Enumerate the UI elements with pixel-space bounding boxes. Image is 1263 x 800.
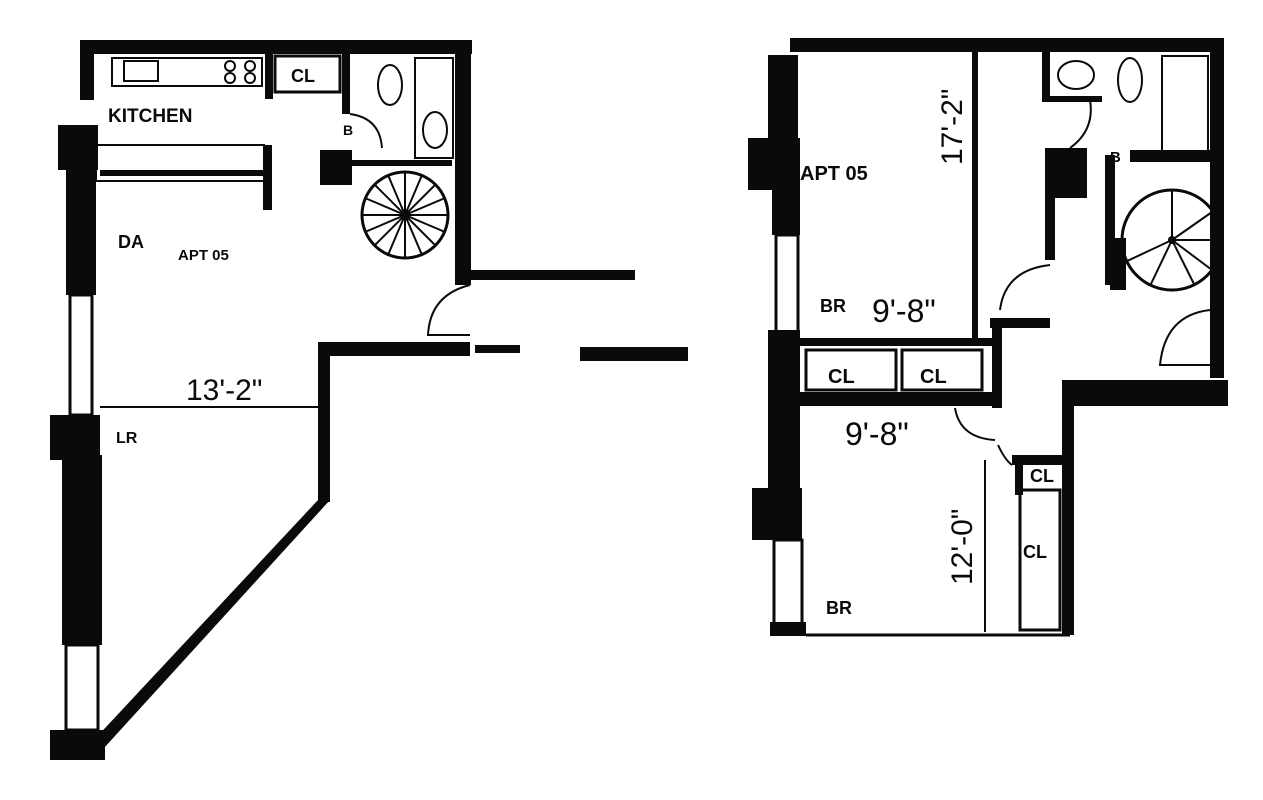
wall [80,40,472,54]
wall [50,730,105,760]
wall [580,347,688,361]
wall [100,170,270,176]
sink [422,111,448,149]
wall [455,40,471,285]
window [64,643,100,732]
living-room-label: LR [116,430,138,447]
stair-treads [362,172,448,258]
wall [992,318,1002,408]
wall [1070,380,1228,406]
wall [342,54,350,114]
wall [800,338,995,346]
wall [62,455,102,645]
window [774,233,800,337]
wall [318,342,330,502]
counter [111,57,263,87]
wall [770,622,806,636]
wall [58,125,98,170]
wall [1045,195,1055,260]
wall [972,52,978,342]
closet-box [804,348,898,392]
wall [768,330,800,490]
bath-label: B [343,122,353,138]
apt-label: APT 05 [800,163,868,185]
closet-box [900,348,984,392]
wall [1130,150,1212,162]
wall [342,160,452,166]
wall [790,38,1222,52]
apt-label: APT 05 [178,247,229,264]
tub [1161,55,1209,152]
dining-label: DA [118,232,144,252]
wall [320,150,352,185]
closet-label: CL [828,366,855,388]
closet-label: CL [920,366,947,388]
wall [92,500,330,748]
closet-box [1018,488,1062,632]
bath-label: B [1110,149,1121,166]
wall [1042,96,1102,102]
wall [800,392,1000,406]
sink [123,60,159,82]
wall [1042,52,1050,102]
wall [1015,455,1023,495]
tub [414,57,454,159]
lower-level-plan: KITCHEN CL B DA APT 05 LR 13'-2" [50,40,688,760]
wall [50,415,100,460]
wall [475,345,520,353]
range [244,72,256,84]
closet-label: CL [1030,466,1054,486]
wall [1062,380,1074,635]
dimension-label: 13'-2" [186,374,262,407]
door-swing [954,407,996,441]
upper-level-plan: APT 05 17'-2" B BR 9'-8" CL CL 9'-8" CL … [748,38,1228,637]
wall [455,270,635,280]
kitchen-label: KITCHEN [108,106,192,127]
wall [320,342,470,356]
wall [1210,38,1224,378]
bedroom-width-label: 9'-8" [872,293,936,329]
wall [748,138,800,190]
door-swing [349,113,383,149]
wall [772,190,800,235]
bedroom-label: BR [826,598,852,618]
height-dimension-label: 17'-2" [936,89,969,165]
toilet [1117,57,1143,103]
toilet [377,64,403,106]
door-swing [426,284,471,336]
wall [263,145,272,210]
range [224,72,236,84]
wall [1045,148,1087,198]
window [68,293,94,417]
wall [1110,238,1126,290]
closet-label: CL [291,66,315,86]
door-swing [997,444,1013,466]
stair-treads [1124,190,1220,287]
door-swing [1158,309,1211,366]
range [224,60,236,72]
bedroom-height-label: 12'-0" [946,509,979,585]
wall [990,318,1050,328]
wall [80,40,94,100]
wall [752,488,802,540]
range [244,60,256,72]
wall [66,165,96,295]
window [772,538,804,627]
bedroom-width-label: 9'-8" [845,416,909,452]
wall [265,54,273,99]
wall [1105,155,1115,285]
wall [1012,455,1070,465]
wall [768,55,798,140]
closet-box [273,54,342,94]
sink [1057,60,1095,90]
door-swing [1069,99,1092,149]
door-swing [999,264,1051,311]
closet-label: CL [1023,542,1047,562]
bedroom-label: BR [820,296,846,316]
